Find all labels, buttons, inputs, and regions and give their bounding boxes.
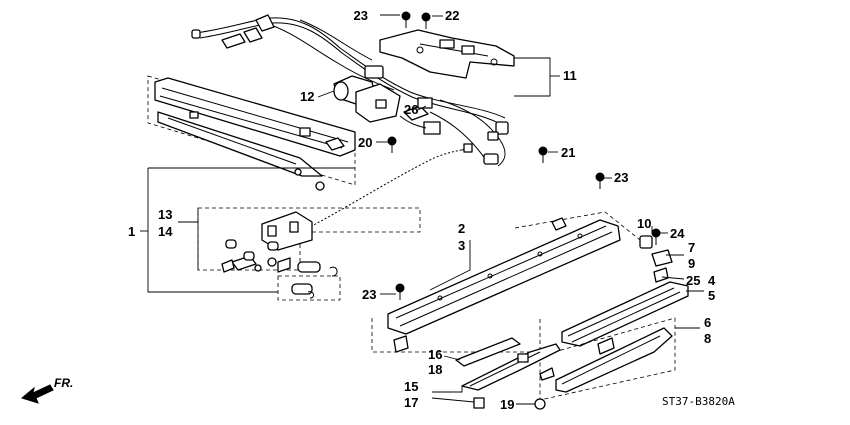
front-arrow-icon bbox=[20, 384, 54, 404]
callout-23-mid: 23 bbox=[614, 170, 628, 185]
callout-7: 7 bbox=[688, 240, 695, 255]
sunroof-motor bbox=[333, 75, 441, 135]
side-rail-lower bbox=[539, 317, 676, 401]
callout-17: 17 bbox=[404, 395, 418, 410]
callout-16: 16 bbox=[428, 347, 442, 362]
callout-21: 21 bbox=[561, 145, 575, 160]
callout-11: 11 bbox=[563, 68, 577, 83]
slider-assembly bbox=[197, 207, 421, 301]
direction-label: FR. bbox=[54, 376, 73, 390]
small-hardware bbox=[639, 235, 673, 283]
callout-1: 1 bbox=[128, 224, 135, 239]
callout-12: 12 bbox=[300, 89, 314, 104]
callout-15: 15 bbox=[404, 379, 418, 394]
motor-bracket bbox=[379, 29, 515, 79]
relay bbox=[417, 97, 433, 109]
callout-9: 9 bbox=[688, 256, 695, 271]
callout-19: 19 bbox=[500, 397, 514, 412]
slide-link bbox=[455, 337, 561, 410]
callouts: 23 22 11 12 26 20 21 23 13 14 1 2 3 10 2… bbox=[128, 8, 716, 412]
callout-22: 22 bbox=[445, 8, 459, 23]
side-rail-right bbox=[561, 281, 689, 347]
callout-14: 14 bbox=[158, 224, 173, 239]
callout-23-low: 23 bbox=[362, 287, 376, 302]
guide-rail-assembly bbox=[147, 75, 356, 191]
callout-3: 3 bbox=[458, 238, 465, 253]
callout-23-top: 23 bbox=[354, 8, 368, 23]
callout-24: 24 bbox=[670, 226, 685, 241]
callout-25: 25 bbox=[686, 273, 700, 288]
direction-indicator: FR. bbox=[20, 376, 73, 404]
leader-lines bbox=[317, 14, 704, 405]
callout-6: 6 bbox=[704, 315, 711, 330]
drive-cable-assembly bbox=[191, 14, 509, 167]
frame-rail bbox=[371, 211, 641, 353]
callout-8: 8 bbox=[704, 331, 711, 346]
callout-2: 2 bbox=[458, 221, 465, 236]
diagram-code: ST37-B3820A bbox=[662, 395, 735, 408]
callout-5: 5 bbox=[708, 288, 715, 303]
callout-13: 13 bbox=[158, 207, 172, 222]
callout-4: 4 bbox=[708, 273, 716, 288]
drive-cable bbox=[299, 149, 463, 233]
callout-20: 20 bbox=[358, 135, 372, 150]
callout-10: 10 bbox=[637, 216, 651, 231]
callout-26: 26 bbox=[404, 102, 418, 117]
callout-18: 18 bbox=[428, 362, 442, 377]
